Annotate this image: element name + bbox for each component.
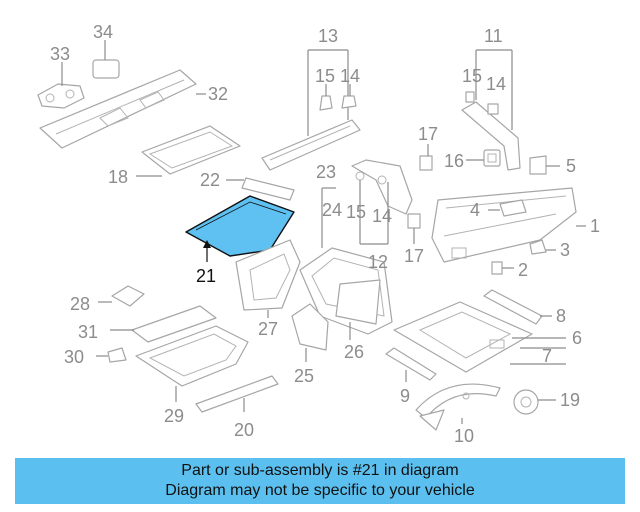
callout-19[interactable]: 19 — [560, 390, 580, 410]
part-27 — [235, 239, 301, 318]
parts-diagram: 34 33 32 18 13 15 14 — [37, 22, 600, 446]
callout-21[interactable]: 21 — [196, 266, 216, 286]
part-34 — [92, 40, 120, 79]
part-1 — [431, 187, 586, 263]
callout-33[interactable]: 33 — [50, 44, 70, 64]
callout-5[interactable]: 5 — [566, 156, 576, 176]
part-14b — [487, 103, 499, 115]
callout-27[interactable]: 27 — [258, 319, 278, 339]
part-13 — [261, 49, 361, 171]
callout-4[interactable]: 4 — [470, 200, 480, 220]
callout-24[interactable]: 24 — [322, 200, 342, 220]
notice-banner: Part or sub-assembly is #21 in diagram D… — [15, 458, 625, 504]
part-17b — [407, 213, 421, 244]
part-20 — [195, 375, 279, 413]
part-11 — [461, 49, 521, 171]
callout-20[interactable]: 20 — [234, 420, 254, 440]
part-14c — [351, 159, 413, 245]
callout-15a[interactable]: 15 — [315, 66, 335, 86]
part-22 — [226, 177, 295, 201]
part-29 — [135, 325, 249, 402]
part-28 — [98, 285, 145, 307]
callout-28[interactable]: 28 — [70, 294, 90, 314]
part-15b — [465, 91, 475, 103]
part-21-highlighted[interactable] — [185, 195, 295, 262]
part-9 — [385, 347, 437, 382]
part-18 — [136, 125, 241, 177]
part-10 — [415, 383, 501, 431]
callout-8[interactable]: 8 — [556, 306, 566, 326]
part-17a — [419, 144, 433, 171]
callout-2[interactable]: 2 — [518, 260, 528, 280]
callout-31[interactable]: 31 — [78, 322, 98, 342]
callout-12[interactable]: 12 — [368, 252, 388, 272]
callout-16[interactable]: 16 — [444, 151, 464, 171]
callout-3[interactable]: 3 — [560, 240, 570, 260]
callout-14a[interactable]: 14 — [340, 66, 360, 86]
callout-32[interactable]: 32 — [208, 84, 228, 104]
callout-34[interactable]: 34 — [93, 22, 113, 42]
callout-11[interactable]: 11 — [484, 26, 503, 46]
callout-23[interactable]: 23 — [316, 162, 336, 182]
notice-line-2: Diagram may not be specific to your vehi… — [165, 482, 475, 499]
notice-line-1: Part or sub-assembly is #21 in diagram — [181, 462, 459, 479]
callout-18[interactable]: 18 — [108, 167, 128, 187]
part-4 — [488, 199, 527, 217]
callout-25[interactable]: 25 — [294, 366, 314, 386]
callout-7[interactable]: 7 — [542, 346, 552, 366]
part-5 — [529, 155, 560, 175]
callout-29[interactable]: 29 — [164, 406, 184, 426]
part-6 — [393, 301, 566, 373]
part-33 — [37, 62, 85, 109]
callout-9[interactable]: 9 — [400, 386, 410, 406]
callout-17b[interactable]: 17 — [404, 246, 424, 266]
callout-6[interactable]: 6 — [572, 328, 582, 348]
callout-1[interactable]: 1 — [590, 216, 600, 236]
callout-13[interactable]: 13 — [318, 26, 338, 46]
callout-15c[interactable]: 15 — [346, 202, 366, 222]
part-3 — [529, 239, 556, 255]
callout-26[interactable]: 26 — [344, 342, 364, 362]
part-30 — [96, 347, 127, 363]
part-32 — [39, 69, 206, 149]
callout-22[interactable]: 22 — [200, 170, 220, 190]
callout-15b[interactable]: 15 — [462, 66, 482, 86]
part-26 — [335, 279, 381, 340]
part-2 — [491, 261, 514, 275]
part-16 — [466, 149, 501, 167]
callout-17a[interactable]: 17 — [418, 124, 438, 144]
part-15a — [319, 84, 333, 111]
part-19 — [513, 389, 556, 415]
part-14a — [341, 84, 357, 109]
callout-10[interactable]: 10 — [454, 426, 474, 446]
part-8 — [483, 289, 552, 325]
callout-14c[interactable]: 14 — [372, 206, 392, 226]
callout-30[interactable]: 30 — [64, 347, 84, 367]
callout-14b[interactable]: 14 — [486, 74, 506, 94]
part-31 — [110, 305, 217, 343]
part-25 — [291, 303, 329, 362]
